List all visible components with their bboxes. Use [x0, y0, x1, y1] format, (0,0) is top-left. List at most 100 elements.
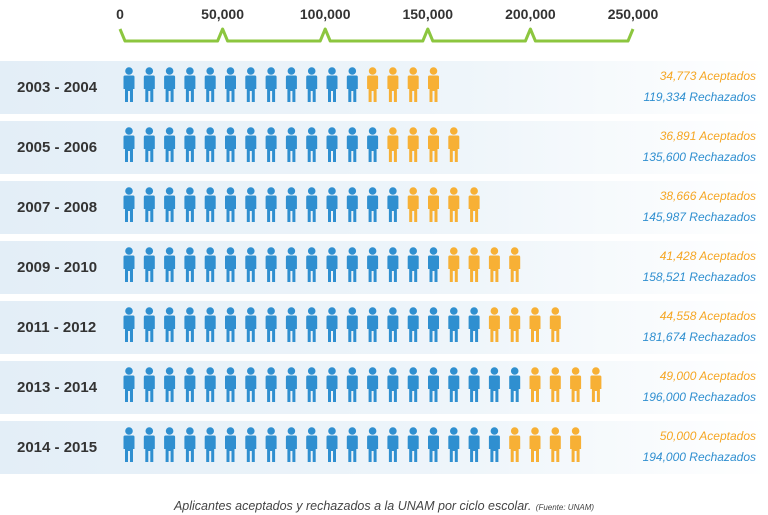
rejected-person-icon [326, 427, 338, 462]
rejected-person-icon [306, 187, 318, 222]
accepted-person-icon [367, 67, 379, 102]
rejected-person-icon [326, 247, 338, 282]
accepted-person-icon [407, 187, 419, 222]
rejected-person-icon [306, 247, 318, 282]
rejected-person-icon [245, 427, 257, 462]
rejected-person-icon [367, 307, 379, 342]
accepted-person-icon [407, 67, 419, 102]
rejected-person-icon [448, 427, 460, 462]
accepted-person-icon [509, 427, 521, 462]
rejected-person-icon [245, 307, 257, 342]
accepted-person-icon [529, 307, 541, 342]
people-icons [123, 67, 439, 102]
rejected-person-icon [265, 187, 277, 222]
rejected-person-icon [346, 427, 358, 462]
rejected-person-icon [387, 307, 399, 342]
row-label: 2013 - 2014 [17, 379, 98, 396]
rejected-person-icon [143, 187, 155, 222]
rejected-person-icon [285, 127, 297, 162]
rejected-person-icon [204, 247, 216, 282]
rejected-person-icon [428, 427, 439, 462]
rejected-person-icon [184, 367, 196, 402]
rejected-person-icon [367, 247, 379, 282]
accepted-person-icon [529, 427, 541, 462]
rejected-person-icon [184, 307, 196, 342]
rejected-person-icon [123, 187, 135, 222]
rejected-person-icon [346, 127, 358, 162]
accepted-count: 38,666 Aceptados [659, 189, 756, 203]
rejected-person-icon [245, 127, 257, 162]
rejected-person-icon [204, 427, 216, 462]
axis-tick-label: 200,000 [505, 6, 556, 22]
rejected-person-icon [407, 307, 419, 342]
rejected-person-icon [184, 427, 196, 462]
rejected-person-icon [306, 127, 318, 162]
rejected-person-icon [245, 367, 257, 402]
rejected-person-icon [143, 307, 155, 342]
rejected-person-icon [143, 127, 155, 162]
rejected-person-icon [225, 367, 236, 402]
row-label: 2009 - 2010 [17, 259, 98, 276]
accepted-person-icon [407, 127, 419, 162]
rejected-person-icon [265, 127, 277, 162]
rejected-person-icon [346, 307, 358, 342]
rejected-count: 194,000 Rechazados [642, 450, 756, 464]
rejected-person-icon [407, 247, 419, 282]
accepted-count: 36,891 Aceptados [659, 129, 756, 143]
accepted-person-icon [488, 307, 500, 342]
accepted-person-icon [468, 187, 480, 222]
people-icons [123, 247, 521, 282]
rejected-person-icon [326, 67, 338, 102]
rejected-person-icon [367, 367, 379, 402]
rejected-person-icon [367, 127, 379, 162]
accepted-person-icon [549, 427, 561, 462]
people-icons [123, 127, 460, 162]
rejected-person-icon [428, 307, 439, 342]
rejected-person-icon [164, 247, 176, 282]
people-icons [123, 367, 602, 402]
rejected-person-icon [468, 427, 480, 462]
accepted-person-icon [428, 187, 439, 222]
rejected-person-icon [184, 127, 196, 162]
rejected-person-icon [225, 187, 236, 222]
rejected-person-icon [123, 127, 135, 162]
rejected-person-icon [306, 307, 318, 342]
axis-tick-label: 0 [116, 6, 124, 22]
rejected-person-icon [265, 367, 277, 402]
rejected-person-icon [428, 367, 439, 402]
accepted-person-icon [428, 127, 439, 162]
caption-text: Aplicantes aceptados y rechazados a la U… [173, 499, 532, 513]
row-label: 2014 - 2015 [17, 439, 98, 456]
rejected-person-icon [488, 367, 500, 402]
rejected-person-icon [326, 307, 338, 342]
rejected-person-icon [346, 187, 358, 222]
rejected-person-icon [204, 187, 216, 222]
rejected-person-icon [123, 247, 135, 282]
rejected-person-icon [285, 307, 297, 342]
people-icons [123, 427, 582, 462]
rejected-person-icon [509, 367, 521, 402]
accepted-person-icon [387, 67, 399, 102]
accepted-person-icon [387, 127, 399, 162]
rejected-person-icon [265, 67, 277, 102]
rejected-person-icon [204, 307, 216, 342]
accepted-person-icon [590, 367, 602, 402]
rejected-person-icon [285, 367, 297, 402]
accepted-person-icon [570, 427, 582, 462]
row-label: 2011 - 2012 [17, 319, 97, 336]
rejected-person-icon [123, 427, 135, 462]
axis-tick-label: 150,000 [402, 6, 453, 22]
rejected-person-icon [143, 427, 155, 462]
axis-tick-label: 250,000 [608, 6, 659, 22]
rejected-person-icon [225, 307, 236, 342]
axis-tick-label: 100,000 [300, 6, 351, 22]
rejected-person-icon [245, 67, 257, 102]
rejected-person-icon [225, 247, 236, 282]
accepted-person-icon [448, 187, 460, 222]
rejected-person-icon [164, 127, 176, 162]
rejected-count: 119,334 Rechazados [643, 90, 756, 104]
